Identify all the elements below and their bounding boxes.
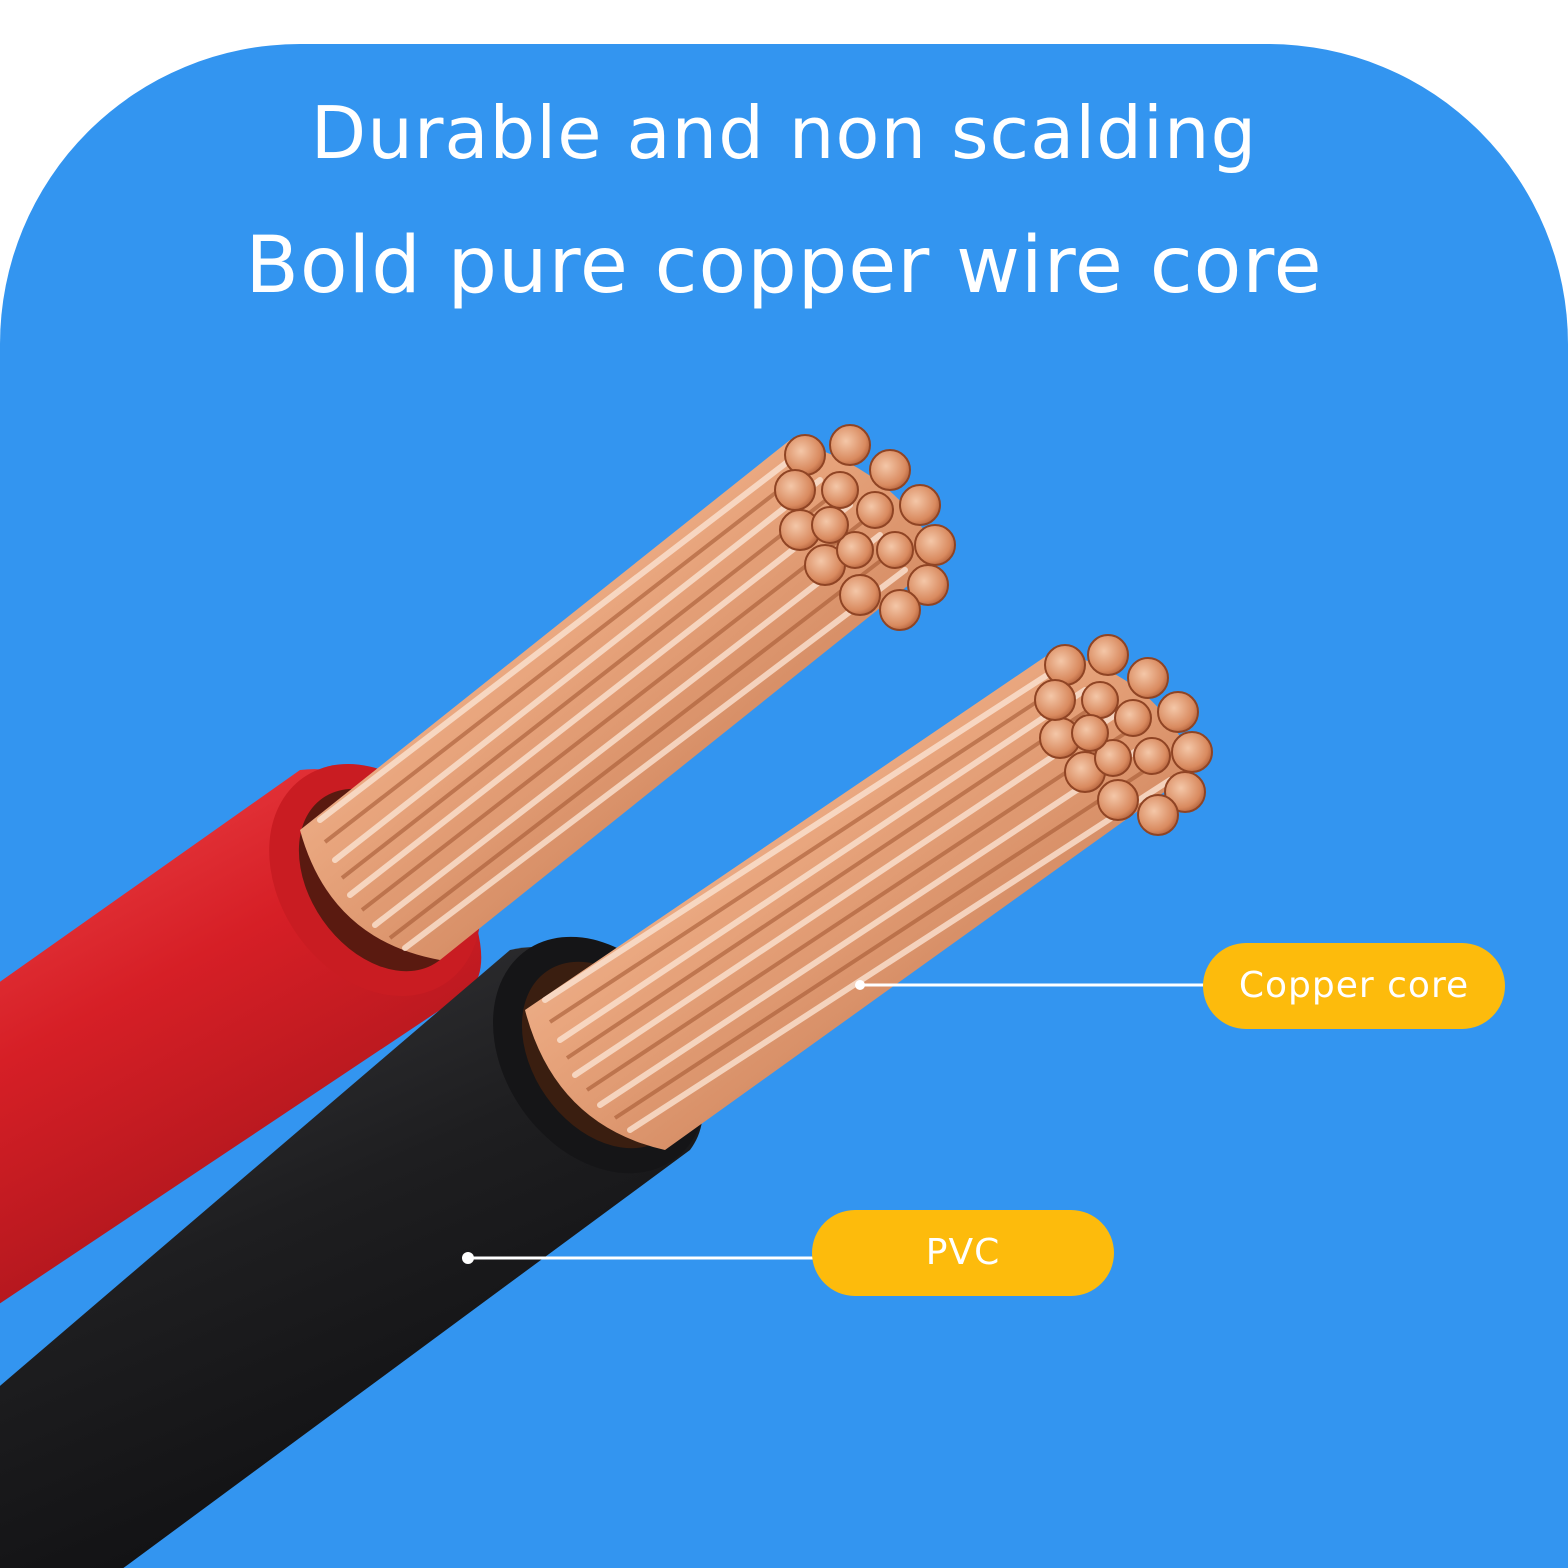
copper-core-callout: Copper core — [1203, 943, 1505, 1029]
pvc-callout: PVC — [812, 1210, 1114, 1296]
pvc-leader-line — [462, 1252, 820, 1264]
headline-durable: Durable and non scalding — [310, 91, 1258, 175]
red-cable-copper-strands — [300, 424, 956, 960]
black-cable-copper-strands — [525, 634, 1213, 1150]
copper-core-leader-line — [855, 980, 1210, 990]
headline-copper-core: Bold pure copper wire core — [245, 221, 1323, 311]
